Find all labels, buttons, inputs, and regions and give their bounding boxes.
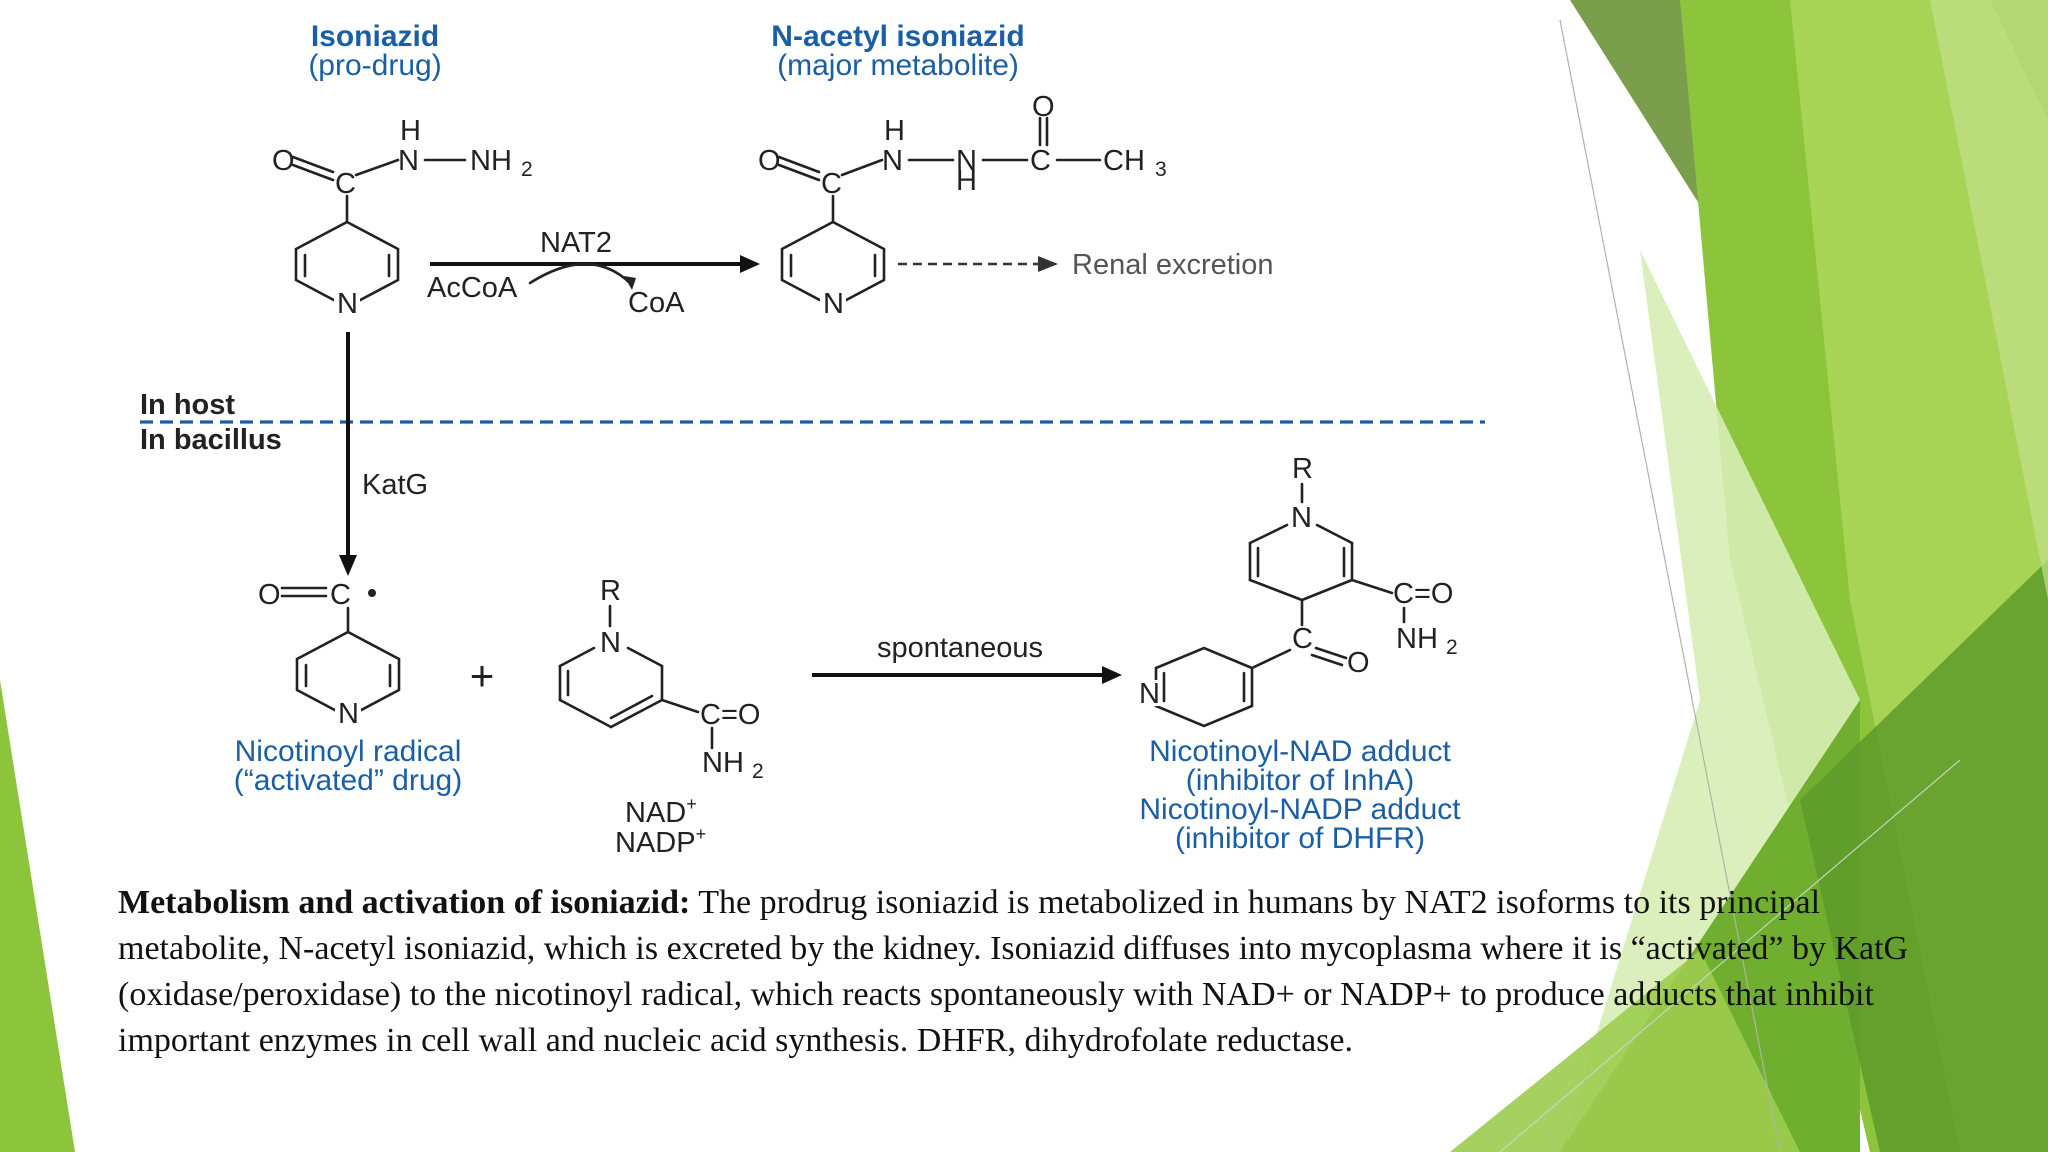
caption-heading: Metabolism and activation of isoniazid:	[118, 884, 691, 921]
svg-text:In host: In host	[140, 389, 235, 421]
figure-caption: Metabolism and activation of isoniazid: …	[118, 880, 1918, 1064]
svg-text:Nicotinoyl-NAD adduct: Nicotinoyl-NAD adduct	[1149, 735, 1451, 768]
svg-text:C: C	[335, 168, 356, 200]
svg-text:O: O	[272, 145, 295, 177]
svg-text:NH: NH	[470, 145, 512, 177]
plus-sign: +	[470, 652, 495, 699]
nat2-reaction: NAT2 AcCoA CoA	[427, 227, 760, 319]
green-decoration	[1450, 0, 2048, 1152]
svg-text:H: H	[884, 115, 905, 147]
svg-text:In bacillus: In bacillus	[140, 424, 282, 456]
svg-text:C: C	[821, 168, 842, 200]
svg-text:N: N	[823, 288, 844, 320]
svg-text:NAD+: NAD+	[625, 794, 697, 829]
svg-text:R: R	[1292, 453, 1313, 485]
svg-text:O: O	[1032, 91, 1055, 123]
left-green-shape	[0, 680, 75, 1152]
svg-text:2: 2	[521, 158, 533, 181]
svg-text:C=O: C=O	[700, 699, 760, 731]
svg-text:NADP+: NADP+	[615, 824, 706, 859]
acetyl-title: N-acetyl isoniazid	[771, 20, 1024, 53]
svg-text:(inhibitor of InhA): (inhibitor of InhA)	[1186, 764, 1414, 797]
svg-text:C: C	[1030, 145, 1051, 177]
svg-text:C: C	[1292, 623, 1313, 655]
radical-name: Nicotinoyl radical	[235, 735, 462, 768]
acetyl-subtitle: (major metabolite)	[777, 49, 1019, 82]
svg-text:(inhibitor of DHFR): (inhibitor of DHFR)	[1175, 822, 1425, 855]
svg-text:Nicotinoyl-NADP adduct: Nicotinoyl-NADP adduct	[1139, 793, 1461, 826]
svg-text:KatG: KatG	[362, 469, 428, 501]
svg-text:CH: CH	[1103, 145, 1145, 177]
svg-text:N: N	[1291, 502, 1312, 534]
svg-text:N: N	[882, 145, 903, 177]
svg-text:O: O	[758, 145, 781, 177]
svg-text:N: N	[1139, 678, 1160, 710]
katg-arrow: KatG	[339, 332, 428, 576]
adduct-labels: Nicotinoyl-NAD adduct (inhibitor of InhA…	[1139, 735, 1461, 855]
radical-subtitle: (“activated” drug)	[234, 764, 462, 797]
caption-text: The prodrug isoniazid is metabolized in …	[118, 884, 1909, 1059]
svg-text:N: N	[956, 145, 977, 177]
svg-text:H: H	[956, 165, 977, 197]
svg-text:C=O: C=O	[1393, 578, 1453, 610]
svg-text:N: N	[337, 288, 358, 320]
spontaneous-reaction: spontaneous	[812, 632, 1122, 684]
svg-text:C: C	[330, 579, 351, 611]
svg-text:NAT2: NAT2	[540, 227, 612, 259]
isoniazid-structure: O C H N NH 2 N	[272, 115, 533, 320]
svg-text:AcCoA: AcCoA	[427, 272, 518, 304]
svg-text:2: 2	[752, 760, 764, 783]
svg-text:R: R	[600, 575, 621, 607]
svg-text:N: N	[600, 627, 621, 659]
svg-text:N: N	[338, 698, 359, 730]
svg-text:H: H	[400, 115, 421, 147]
radical-structure: O C N	[258, 579, 401, 730]
acetyl-structure: O C H N N H C O CH 3 N	[758, 91, 1167, 320]
svg-text:3: 3	[1155, 158, 1167, 181]
nad-structure: R N C=O NH 2	[558, 575, 764, 783]
membrane-boundary: In host In bacillus	[140, 389, 1485, 456]
svg-text:O: O	[258, 579, 281, 611]
svg-text:spontaneous: spontaneous	[877, 632, 1043, 664]
svg-text:NH: NH	[702, 747, 744, 779]
svg-text:2: 2	[1446, 636, 1458, 659]
isoniazid-subtitle: (pro-drug)	[308, 49, 441, 82]
renal-excretion: Renal excretion	[898, 249, 1274, 281]
svg-text:O: O	[1347, 647, 1370, 679]
isoniazid-title: Isoniazid	[311, 20, 439, 53]
svg-text:N: N	[398, 145, 419, 177]
nad-label: NAD+ NADP+	[615, 794, 706, 859]
svg-text:CoA: CoA	[628, 287, 685, 319]
svg-text:NH: NH	[1396, 623, 1438, 655]
adduct-structure: R N C=O NH 2 C O N	[1136, 453, 1458, 728]
svg-text:Renal excretion: Renal excretion	[1072, 249, 1274, 281]
